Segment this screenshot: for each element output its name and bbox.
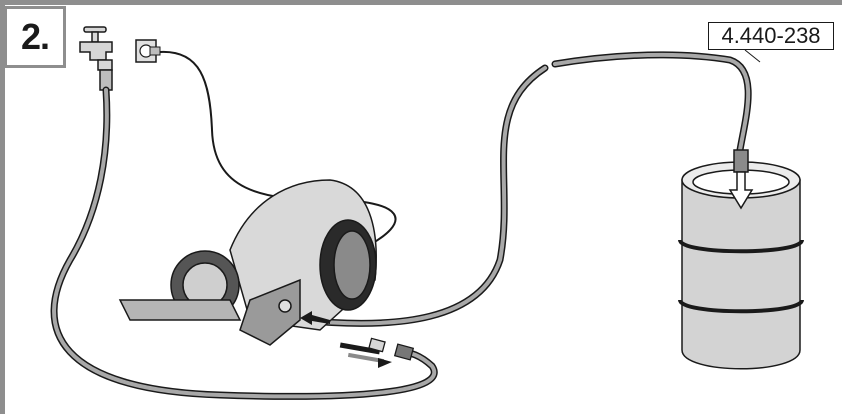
wall-socket-icon xyxy=(136,40,160,62)
part-number: 4.440-238 xyxy=(721,23,820,49)
part-number-box: 4.440-238 xyxy=(708,22,834,50)
suction-hose-2 xyxy=(555,55,748,150)
water-tap-icon xyxy=(80,27,112,90)
step-number: 2. xyxy=(21,16,49,58)
step-number-box: 2. xyxy=(4,6,66,68)
